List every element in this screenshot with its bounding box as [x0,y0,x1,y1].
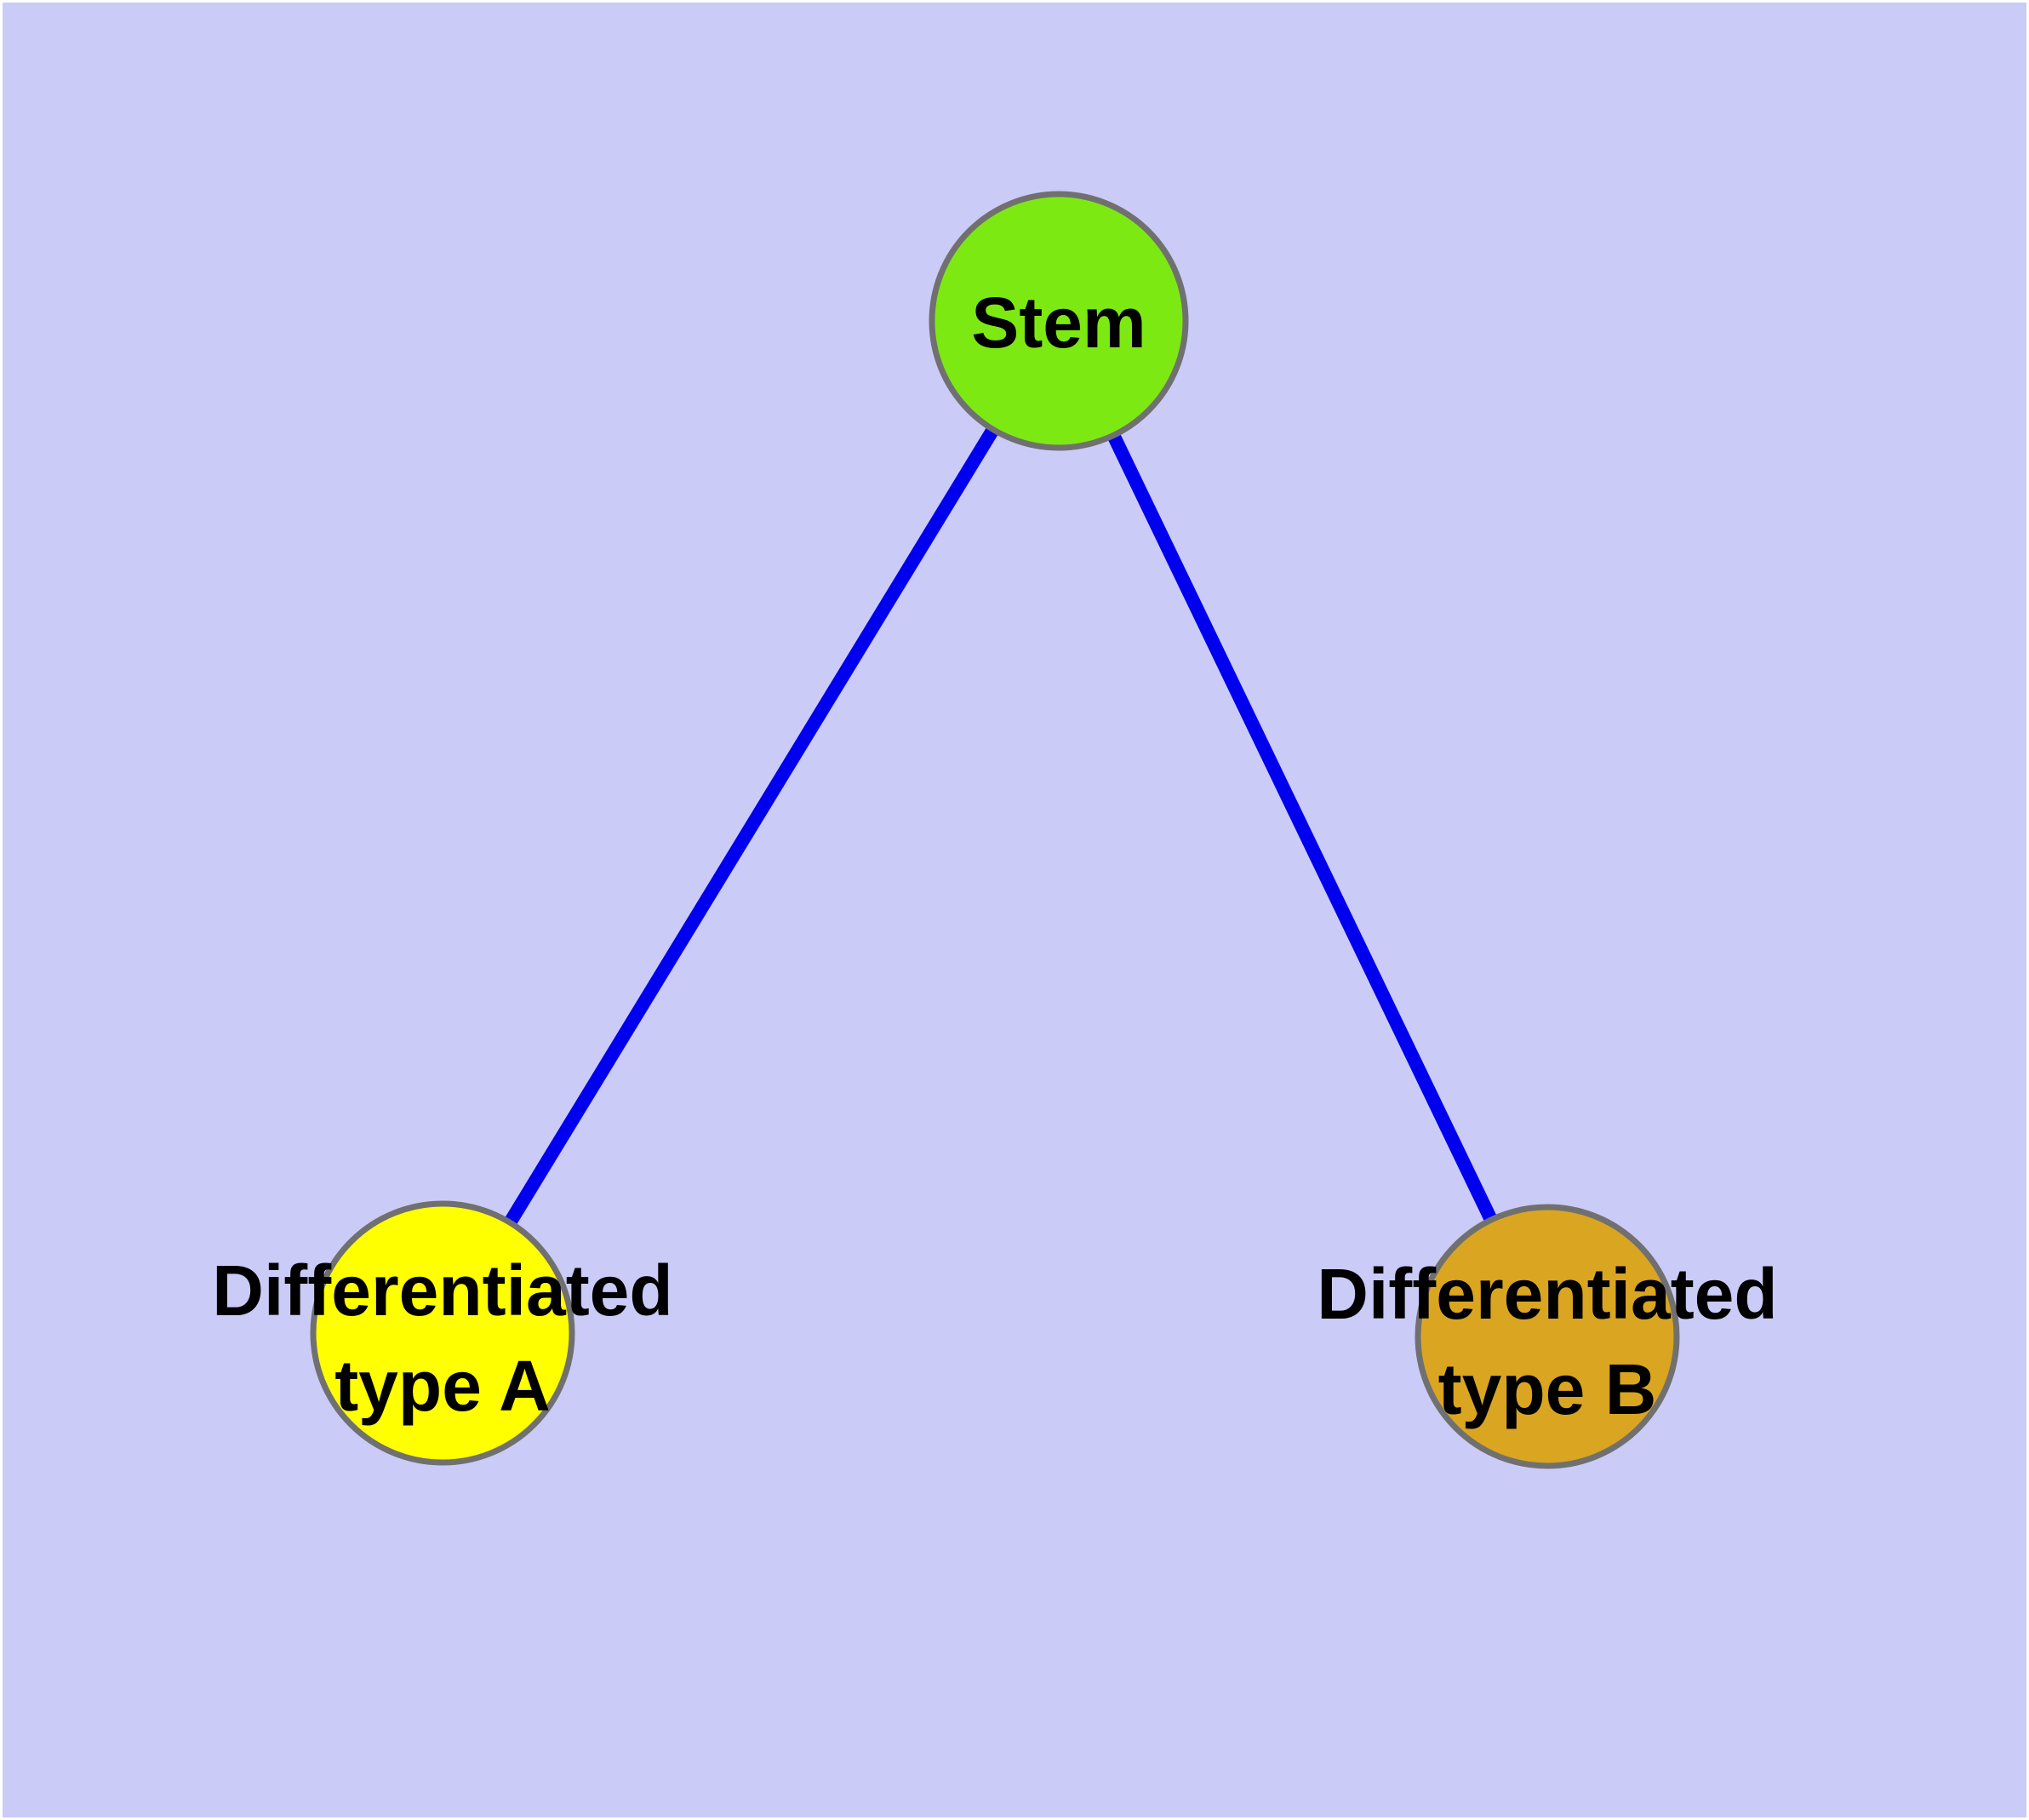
edge-stem-to-type-b [1052,318,1554,1340]
node-type-a-label-line1: Differentiated [212,1251,672,1331]
node-type-a-label-line2: type A [334,1346,551,1426]
edge-stem-to-type-a [437,318,1065,1337]
node-differentiated-type-a [310,1200,575,1466]
node-differentiated-type-b [1415,1204,1680,1469]
node-stem-label: Stem [971,283,1146,363]
node-stem [929,191,1189,451]
node-type-b-label-line2: type B [1438,1349,1657,1429]
node-type-b-label-line1: Differentiated [1317,1254,1777,1334]
